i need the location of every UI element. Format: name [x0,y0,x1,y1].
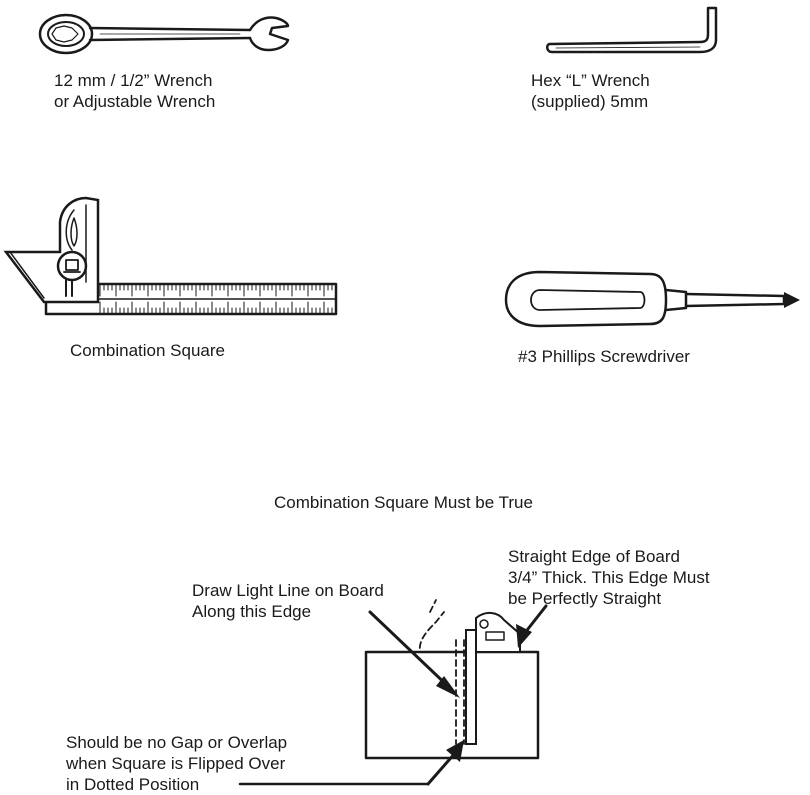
square-label-line1: Combination Square [70,341,225,360]
screwdriver-label: #3 Phillips Screwdriver [518,346,690,367]
wrench-label-line1: 12 mm / 1/2” Wrench [54,71,213,90]
phillips-screwdriver-icon [504,270,800,328]
hex-wrench-label-line1: Hex “L” Wrench [531,71,650,90]
diagram-title: Combination Square Must be True [274,492,533,513]
board-diagram [238,599,548,786]
straight-edge-label-line1: Straight Edge of Board [508,547,681,566]
draw-line-label-line1: Draw Light Line on Board [192,581,384,600]
board [364,650,540,760]
no-gap-label: Should be no Gap or Overlap when Square … [66,732,287,795]
draw-line-label: Draw Light Line on Board Along this Edge [192,580,384,622]
straight-edge-label: Straight Edge of Board 3/4” Thick. This … [508,546,710,609]
hex-wrench-label: Hex “L” Wrench (supplied) 5mm [531,70,650,112]
straight-edge-label-line2: 3/4” Thick. This Edge Must [508,568,710,587]
no-gap-label-line1: Should be no Gap or Overlap [66,733,288,752]
draw-line-label-line2: Along this Edge [192,602,312,621]
screwdriver-label-line1: #3 Phillips Screwdriver [518,347,690,366]
no-gap-label-line3: in Dotted Position [66,775,200,794]
combination-square-icon [3,196,338,316]
square-label: Combination Square [70,340,225,361]
straight-edge-label-line3: be Perfectly Straight [508,589,662,608]
diagram-title-text: Combination Square Must be True [274,493,533,512]
wrench-label-line2: or Adjustable Wrench [54,92,216,111]
no-gap-label-line2: when Square is Flipped Over [66,754,286,773]
square-blade [465,629,477,745]
hex-l-wrench-icon [546,6,718,54]
hex-wrench-label-line2: (supplied) 5mm [531,92,649,111]
wrench-label: 12 mm / 1/2” Wrench or Adjustable Wrench [54,70,215,112]
combination-wrench-icon [38,13,290,55]
